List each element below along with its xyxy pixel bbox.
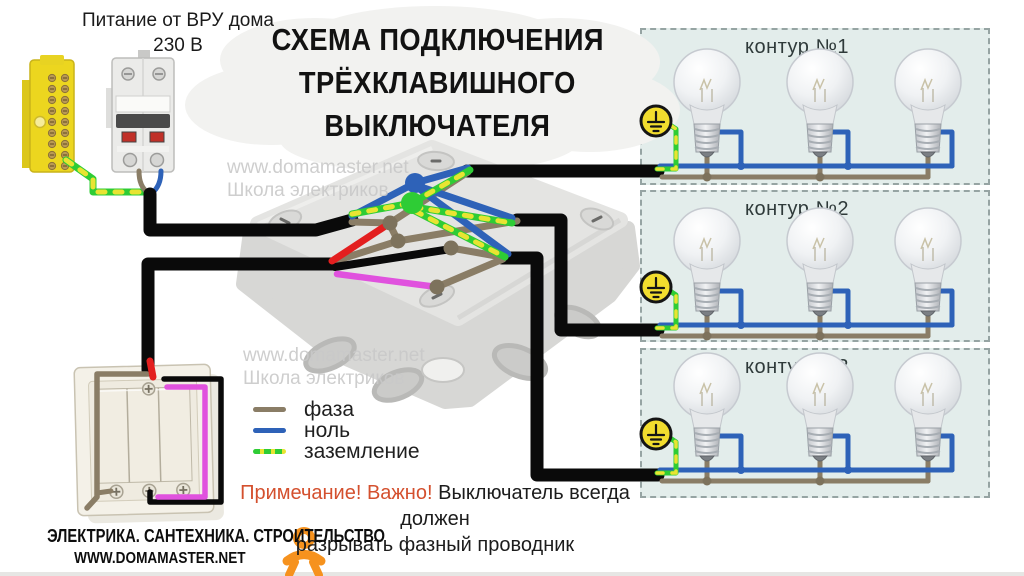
supply-wires bbox=[62, 156, 164, 196]
switch-keys bbox=[95, 386, 193, 484]
wall-switch bbox=[73, 363, 224, 524]
legend-phase: фаза bbox=[253, 398, 420, 421]
circuit-panel-3: контур №3 bbox=[640, 348, 990, 498]
circuit-label-3: контур №3 bbox=[744, 356, 850, 378]
supply-voltage: 230 В bbox=[153, 35, 203, 56]
wire-legend: фаза ноль заземление bbox=[253, 398, 420, 463]
bottom-bar bbox=[0, 572, 1024, 576]
footer-branding: ЭЛЕКТРИКА. САНТЕХНИКА. СТРОИТЕЛЬСТВО WWW… bbox=[47, 526, 385, 567]
terminal-screws bbox=[47, 73, 70, 171]
important-note: Примечание! Важно! Выключатель всегда до… bbox=[240, 482, 630, 556]
switch-screws bbox=[109, 382, 191, 500]
circuit-label-1: контур №1 bbox=[744, 36, 850, 58]
circuit-breaker bbox=[106, 50, 175, 173]
phase-swatch bbox=[253, 407, 286, 412]
neutral-swatch bbox=[253, 428, 286, 433]
circuit-panel-1: контур №1 bbox=[640, 28, 990, 185]
circuit-label-2: контур №2 bbox=[744, 198, 850, 220]
switch-wiring bbox=[84, 357, 224, 511]
legend-neutral: ноль bbox=[253, 419, 420, 442]
ground-swatch bbox=[253, 449, 286, 454]
breaker-toggle bbox=[116, 114, 170, 128]
phase-nodes bbox=[382, 215, 459, 295]
circuit-panel-2: контур №2 bbox=[640, 190, 990, 342]
ground-bus-terminal bbox=[22, 55, 75, 173]
legend-ground: заземление bbox=[253, 440, 420, 463]
supply-label: Питание от ВРУ дома 230 В bbox=[82, 10, 274, 56]
